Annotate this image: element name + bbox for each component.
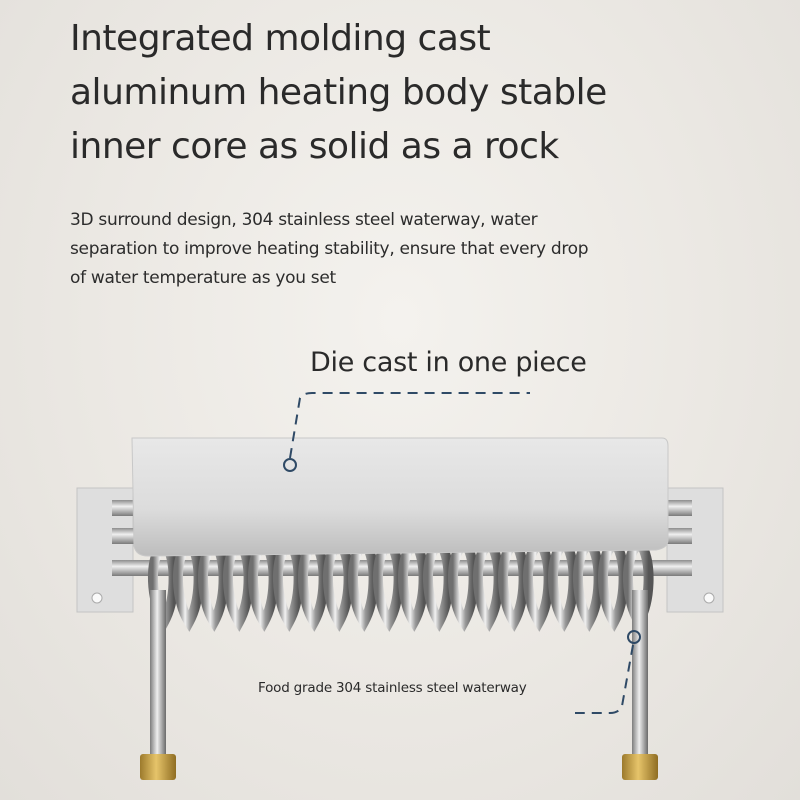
- callout-line-bottom: [575, 644, 634, 714]
- coil-loop: [323, 543, 354, 632]
- description-line-1: 3D surround design, 304 stainless steel …: [70, 210, 538, 230]
- headline-line-2: aluminum heating body stable: [70, 72, 607, 113]
- coil-loop: [348, 543, 379, 632]
- right-leg: [632, 590, 648, 756]
- callout-dot-icon: [283, 458, 297, 472]
- coil-loop: [473, 543, 504, 632]
- right-brass-fitting: [622, 754, 658, 780]
- callout-die-cast-label: Die cast in one piece: [310, 347, 587, 378]
- stainless-steel-coils: [148, 543, 654, 632]
- coil-loop: [523, 543, 554, 632]
- coil-loop: [498, 543, 529, 632]
- coil-loop: [198, 543, 229, 632]
- headline-line-3: inner core as solid as a rock: [70, 126, 559, 167]
- coil-loop: [373, 543, 404, 632]
- aluminum-body: [131, 437, 669, 557]
- coil-loop: [573, 543, 604, 632]
- coil-loop: [598, 543, 629, 632]
- coil-loop: [173, 543, 204, 632]
- left-brass-fitting: [140, 754, 176, 780]
- headline-line-1: Integrated molding cast: [70, 18, 491, 59]
- callout-line-top: [289, 392, 530, 459]
- coil-loop: [448, 543, 479, 632]
- headline: Integrated molding cast aluminum heating…: [70, 12, 750, 174]
- callout-dot-icon: [627, 630, 641, 644]
- coil-loop: [298, 543, 329, 632]
- coil-loop: [248, 543, 279, 632]
- left-leg: [150, 590, 166, 756]
- coil-loop: [548, 543, 579, 632]
- coil-loop: [398, 543, 429, 632]
- right-bracket-hole: [703, 592, 715, 604]
- callout-waterway-label: Food grade 304 stainless steel waterway: [258, 680, 527, 696]
- coil-loop: [423, 543, 454, 632]
- description: 3D surround design, 304 stainless steel …: [70, 206, 760, 293]
- coil-loop: [273, 543, 304, 632]
- coil-loop: [223, 543, 254, 632]
- description-line-3: of water temperature as you set: [70, 268, 336, 288]
- description-line-2: separation to improve heating stability,…: [70, 239, 589, 259]
- left-bracket-hole: [91, 592, 103, 604]
